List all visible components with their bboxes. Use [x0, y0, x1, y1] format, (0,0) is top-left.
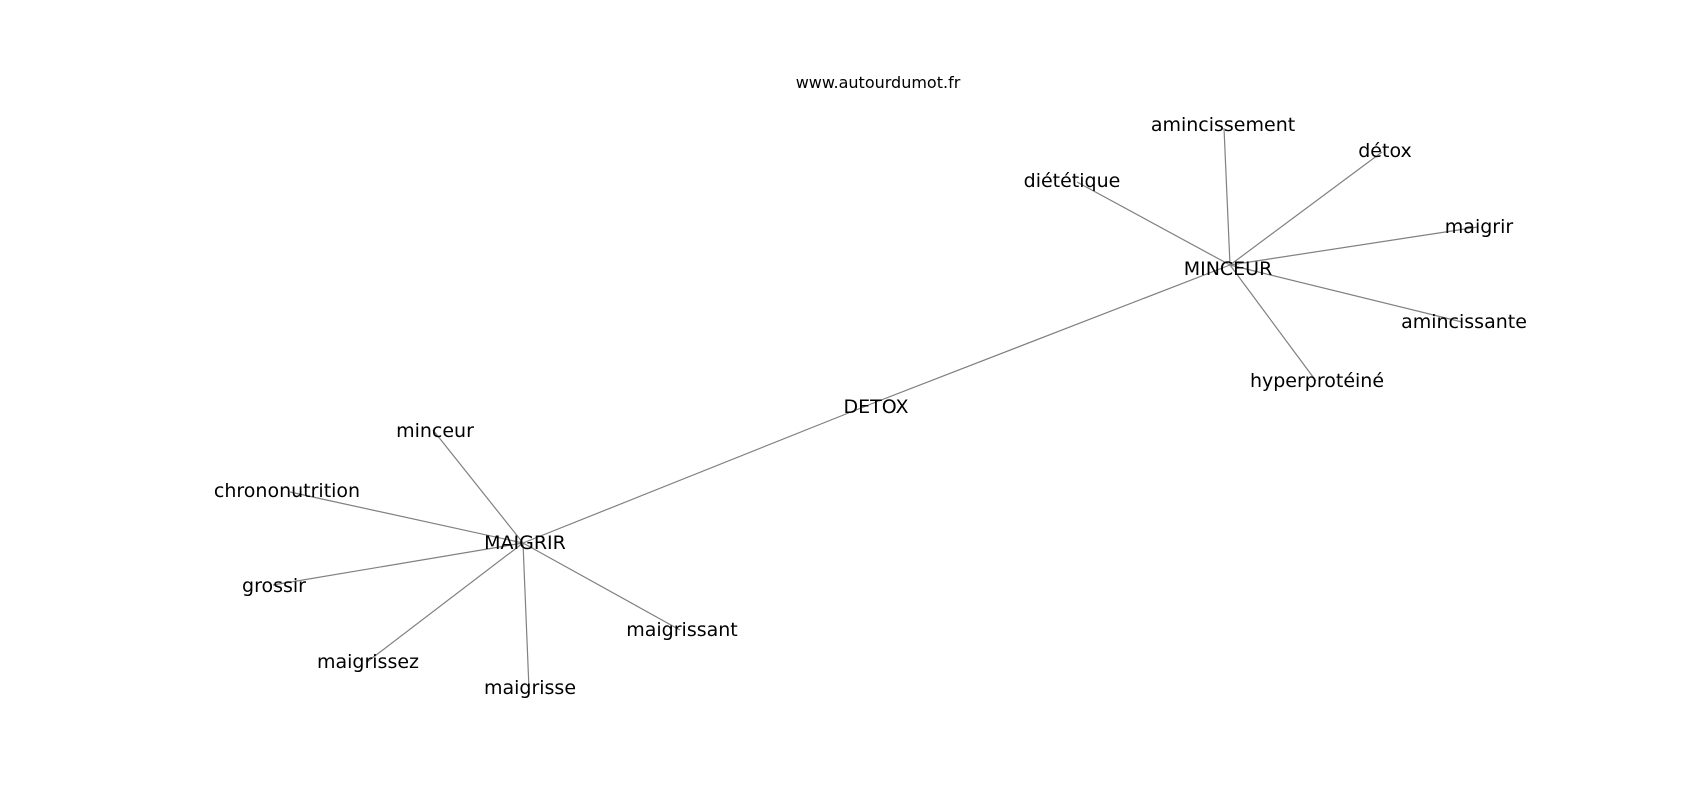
edge-maigrir-maigrissez	[366, 542, 524, 663]
labels-layer: DETOX MINCEUR amincissement détox diétét…	[214, 114, 1527, 699]
node-dietetique: diététique	[1024, 170, 1121, 192]
node-amincissement: amincissement	[1151, 114, 1295, 136]
node-minceur-lower: minceur	[396, 420, 474, 442]
edge-maigrir-maigrissant	[522, 542, 681, 631]
node-hyperproteine: hyperprotéiné	[1250, 370, 1384, 392]
node-amincissante: amincissante	[1401, 311, 1527, 333]
edge-maigrir-grossir	[272, 542, 524, 586]
edge-minceur-maigrir	[1229, 226, 1479, 266]
node-maigrissez: maigrissez	[317, 651, 419, 673]
node-maigrir-hub: MAIGRIR	[484, 532, 566, 554]
node-grossir: grossir	[242, 575, 306, 597]
edge-maigrir-maigrisse	[522, 542, 530, 690]
node-minceur-hub: MINCEUR	[1184, 258, 1273, 280]
edge-maigrir-chrononutrition	[289, 491, 524, 544]
edge-detox-minceur	[875, 264, 1231, 403]
node-chrononutrition: chrononutrition	[214, 480, 360, 502]
node-maigrisse: maigrisse	[484, 677, 576, 699]
edge-minceur-amincissement	[1223, 127, 1231, 266]
node-detox-lower: détox	[1358, 140, 1411, 162]
edge-minceur-amincissante	[1229, 264, 1463, 323]
node-detox: DETOX	[844, 396, 909, 418]
node-maigrissant: maigrissant	[626, 619, 738, 641]
edge-detox-maigrir	[522, 401, 877, 544]
site-url-label: www.autourdumot.fr	[796, 73, 961, 92]
node-maigrir-lower: maigrir	[1445, 216, 1514, 238]
edge-minceur-dietetique	[1076, 181, 1231, 266]
edges-layer	[272, 127, 1479, 690]
edge-minceur-detox	[1229, 151, 1383, 266]
edge-maigrir-minceur	[432, 429, 524, 544]
edge-minceur-hyperproteine	[1229, 264, 1317, 382]
